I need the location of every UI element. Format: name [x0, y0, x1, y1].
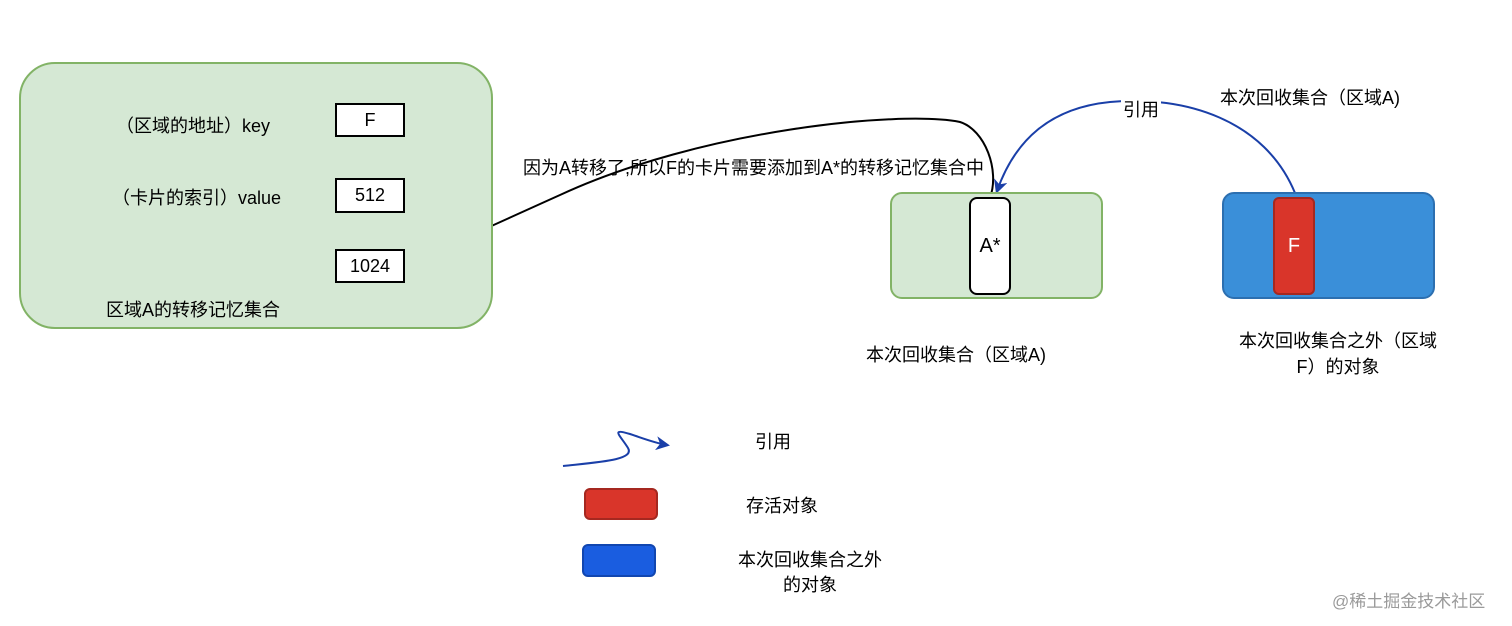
node-key: F [335, 103, 405, 137]
legend-outside-swatch [582, 544, 656, 577]
legend-reference-label: 引用 [755, 432, 791, 452]
legend-live-object-swatch [584, 488, 658, 520]
legend-reference-arrow [562, 430, 670, 467]
edge-reference-arrow [994, 99, 1296, 194]
legend-outside-label-line2: 的对象 [783, 575, 837, 595]
node-value: 512 [335, 178, 405, 213]
value-label: （卡片的索引）value [112, 188, 282, 208]
reference-arc-label: 引用 [1121, 99, 1161, 121]
node-target: 1024 [335, 249, 405, 283]
outside-region-caption-line1: 本次回收集合之外（区域 [1239, 331, 1437, 351]
outside-region-box [1222, 192, 1435, 299]
collection-region-caption: 本次回收集合（区域A) [866, 345, 1046, 365]
watermark: @稀土掘金技术社区 [1332, 592, 1486, 611]
legend-live-object-label: 存活对象 [746, 496, 818, 516]
outside-region-caption-line2: F）的对象 [1296, 357, 1380, 377]
remembered-set-label: 区域A的转移记忆集合 [106, 300, 281, 320]
legend-outside-label-line1: 本次回收集合之外 [738, 550, 882, 570]
object-f: F [1273, 197, 1315, 295]
remembered-set-region [19, 62, 493, 329]
transfer-note: 因为A转移了,所以F的卡片需要添加到A*的转移记忆集合中 [523, 158, 985, 178]
top-right-title: 本次回收集合（区域A) [1220, 88, 1400, 108]
key-label: （区域的地址）key [116, 116, 271, 136]
object-a-star: A* [969, 197, 1011, 295]
